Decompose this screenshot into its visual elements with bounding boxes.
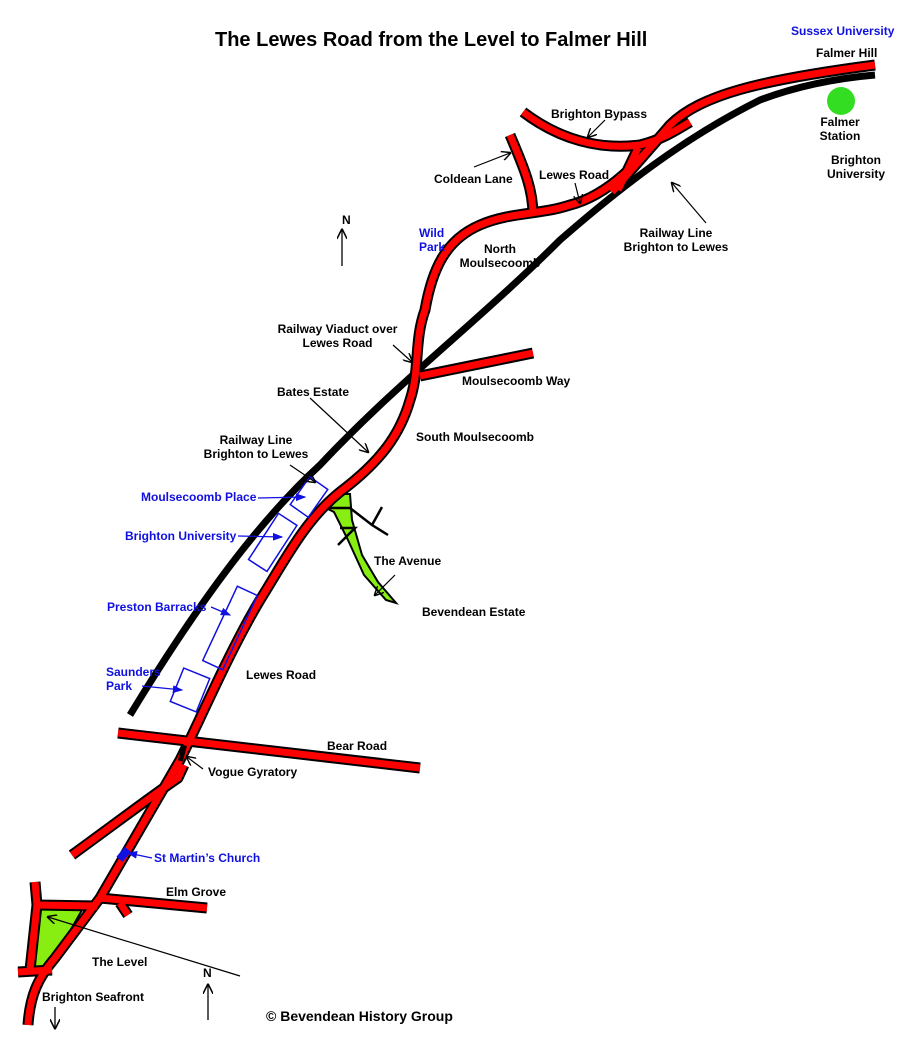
bear-road-label: Bear Road (327, 739, 388, 753)
saunders-park-site (169, 667, 211, 713)
st-martins-church-icon (116, 846, 131, 862)
north-label-top: N (342, 213, 351, 227)
map-title: The Lewes Road from the Level to Falmer … (215, 29, 648, 51)
falmer-station-label: Falmer Station (819, 115, 861, 143)
bevendean-estate-label: Bevendean Estate (422, 605, 526, 619)
the-level-label: The Level (92, 955, 148, 969)
vogue-gyratory-island (177, 744, 187, 762)
south-moulsecoomb-label: South Moulsecoomb (416, 430, 534, 444)
the-avenue-park (324, 493, 399, 605)
brighton-bypass-label: Brighton Bypass (551, 107, 648, 121)
label-arrows (48, 119, 707, 977)
campus-sites (169, 475, 329, 713)
falmer-station-icon (827, 87, 855, 115)
lewes-road-mid-label: Lewes Road (246, 668, 317, 682)
roads (17, 65, 875, 1025)
north-label-bottom: N (203, 966, 212, 980)
moulsecoomb-place-site (289, 475, 329, 519)
brighton-university-mid-label: Brighton University (125, 529, 237, 543)
vogue-gyratory-label: Vogue Gyratory (208, 765, 298, 779)
north-arrows (55, 230, 342, 1028)
railway-top-label: Railway Line Brighton to Lewes (623, 226, 729, 254)
brighton-university-top-label: Brighton University (826, 153, 886, 181)
lewes-road-top-label: Lewes Road (539, 168, 610, 182)
brighton-seafront-label: Brighton Seafront (42, 990, 144, 1004)
copyright: © Bevendean History Group (266, 1008, 453, 1024)
the-avenue-label: The Avenue (374, 554, 442, 568)
railway-line (127, 71, 876, 717)
elm-grove-label: Elm Grove (166, 885, 227, 899)
moulsecoomb-way-label: Moulsecoomb Way (462, 374, 571, 388)
coldean-lane-label: Coldean Lane (434, 172, 513, 186)
viaduct-label: Railway Viaduct over Lewes Road (277, 322, 398, 350)
railway-mid-label: Railway Line Brighton to Lewes (203, 433, 309, 461)
avenue-side-roads (328, 506, 389, 546)
saunders-park-label: Saunders Park (106, 665, 161, 693)
preston-barracks-site (201, 585, 259, 671)
preston-barracks-label: Preston Barracks (107, 600, 207, 614)
bates-estate-label: Bates Estate (277, 385, 350, 399)
wild-park-label: Wild Park (419, 226, 446, 254)
st-martins-label: St Martin’s Church (154, 851, 261, 865)
sussex-university-label: Sussex University (791, 24, 895, 38)
falmer-hill-label: Falmer Hill (816, 46, 878, 60)
moulsecoomb-place-label: Moulsecoomb Place (141, 490, 257, 504)
blue-arrows (126, 493, 307, 859)
north-moulsecoomb-label: North Moulsecoomb (459, 242, 541, 270)
